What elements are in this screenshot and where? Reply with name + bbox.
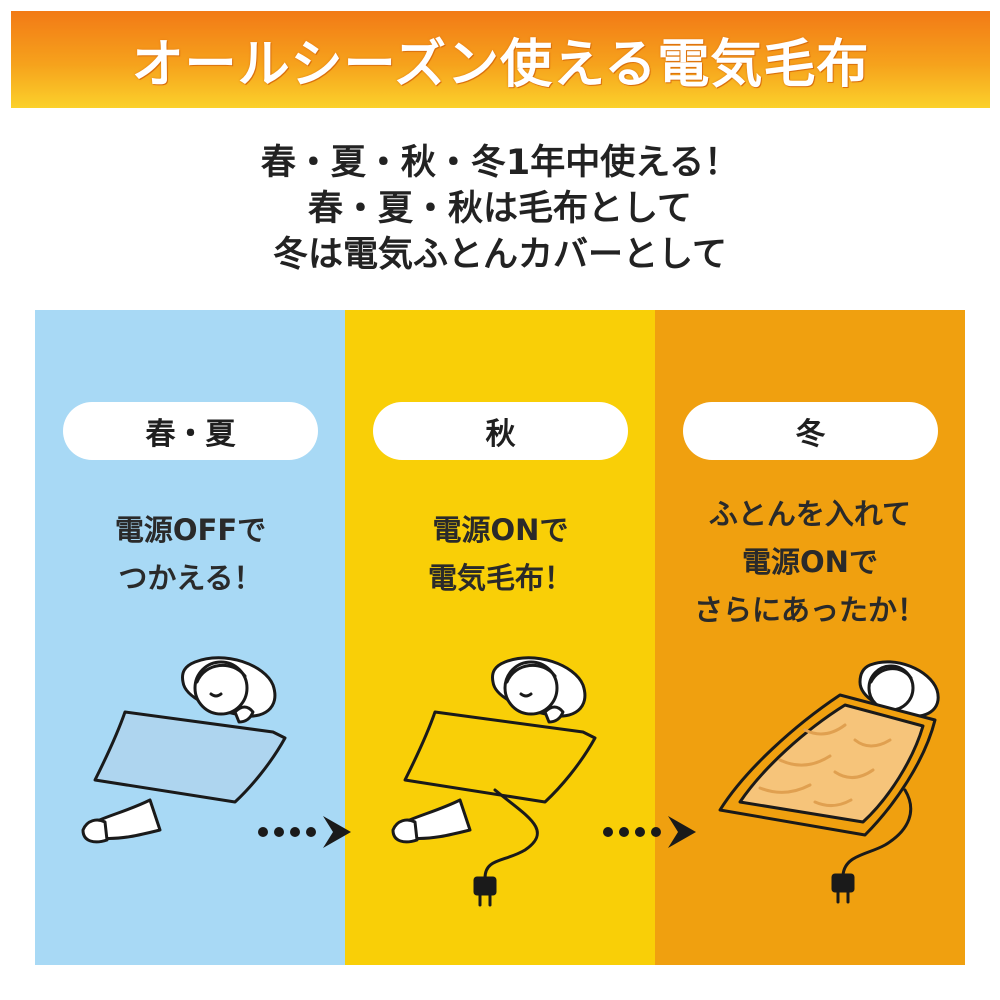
dotted-arrow-icon bbox=[258, 816, 351, 848]
desc-line: 電源OFFで bbox=[114, 513, 267, 547]
blanket-icon bbox=[93, 710, 287, 804]
page-title: オールシーズン使える電気毛布 bbox=[131, 35, 870, 95]
subtitle-line: 春・夏・秋・冬1年中使える！ bbox=[260, 143, 740, 183]
sleeping-person-icon bbox=[391, 656, 597, 907]
panel-description: ふとんを入れて 電源ONで さらにあったか！ bbox=[655, 490, 965, 634]
panel-description: 電源OFFで つかえる！ bbox=[35, 506, 346, 602]
blanket-icon bbox=[403, 710, 597, 804]
season-label-autumn: 秋 bbox=[373, 402, 628, 460]
power-plug-icon bbox=[831, 873, 855, 904]
futon-quilt-icon bbox=[718, 660, 940, 904]
desc-line: ふとんを入れて bbox=[708, 497, 912, 531]
power-plug-icon bbox=[473, 876, 497, 907]
sleeping-person-icon bbox=[81, 656, 287, 844]
desc-line: つかえる！ bbox=[118, 561, 263, 595]
panel-winter: 冬 ふとんを入れて 電源ONで さらにあったか！ bbox=[655, 310, 965, 965]
panel-spring-summer: 春・夏 電源OFFで つかえる！ bbox=[35, 310, 346, 965]
dotted-arrow-icon bbox=[603, 816, 696, 848]
season-label-winter: 冬 bbox=[683, 402, 938, 460]
desc-line: 電源ONで bbox=[432, 513, 569, 547]
subtitle-line: 冬は電気ふとんカバーとして bbox=[273, 235, 727, 275]
title-banner: オールシーズン使える電気毛布 bbox=[11, 11, 990, 108]
desc-line: さらにあったか！ bbox=[693, 593, 926, 627]
desc-line: 電気毛布！ bbox=[427, 561, 573, 595]
subtitle-line: 春・夏・秋は毛布として bbox=[308, 189, 692, 229]
subtitle: 春・夏・秋・冬1年中使える！ 春・夏・秋は毛布として 冬は電気ふとんカバーとして bbox=[0, 140, 1000, 278]
panel-description: 電源ONで 電気毛布！ bbox=[345, 506, 656, 602]
desc-line: 電源ONで bbox=[742, 545, 878, 579]
panel-autumn: 秋 電源ONで 電気毛布！ bbox=[345, 310, 656, 965]
season-label-spring-summer: 春・夏 bbox=[63, 402, 318, 460]
